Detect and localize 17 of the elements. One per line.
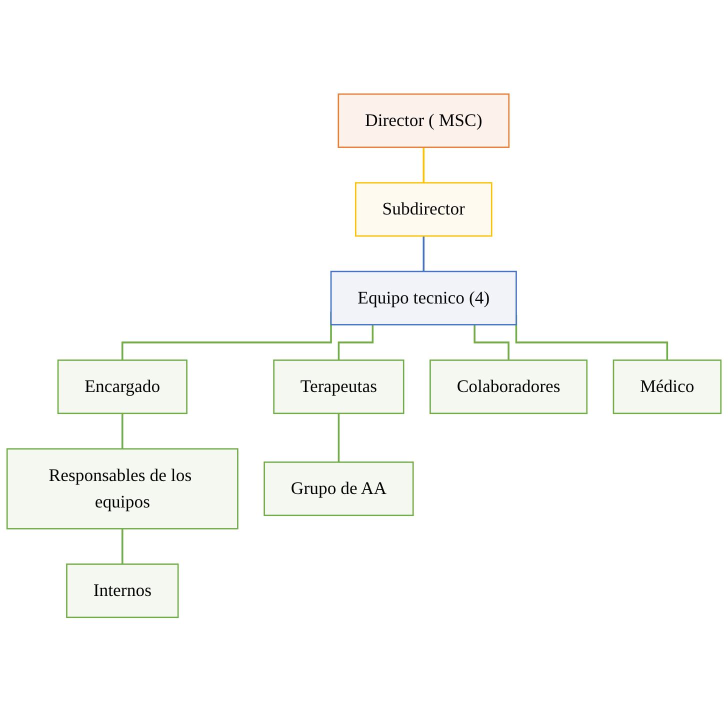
connector: [338, 324, 374, 362]
node-box: Terapeutas: [273, 360, 404, 414]
node-box: Equipo tecnico (4): [330, 271, 517, 326]
node-box: Colaboradores: [430, 360, 588, 414]
connector: [338, 414, 340, 464]
node-box: Encargado: [57, 360, 188, 414]
node-box: Responsables de los equipos: [6, 448, 238, 530]
node-box: Grupo de AA: [264, 462, 414, 516]
node-box: Subdirector: [354, 182, 492, 237]
node-box: Médico: [612, 360, 722, 414]
connector: [422, 236, 425, 273]
connector: [422, 148, 425, 184]
node-box: Internos: [66, 564, 179, 618]
connector: [122, 528, 124, 566]
connector: [474, 324, 510, 362]
connector: [122, 414, 124, 450]
node-box: Director ( MSC): [338, 94, 510, 148]
